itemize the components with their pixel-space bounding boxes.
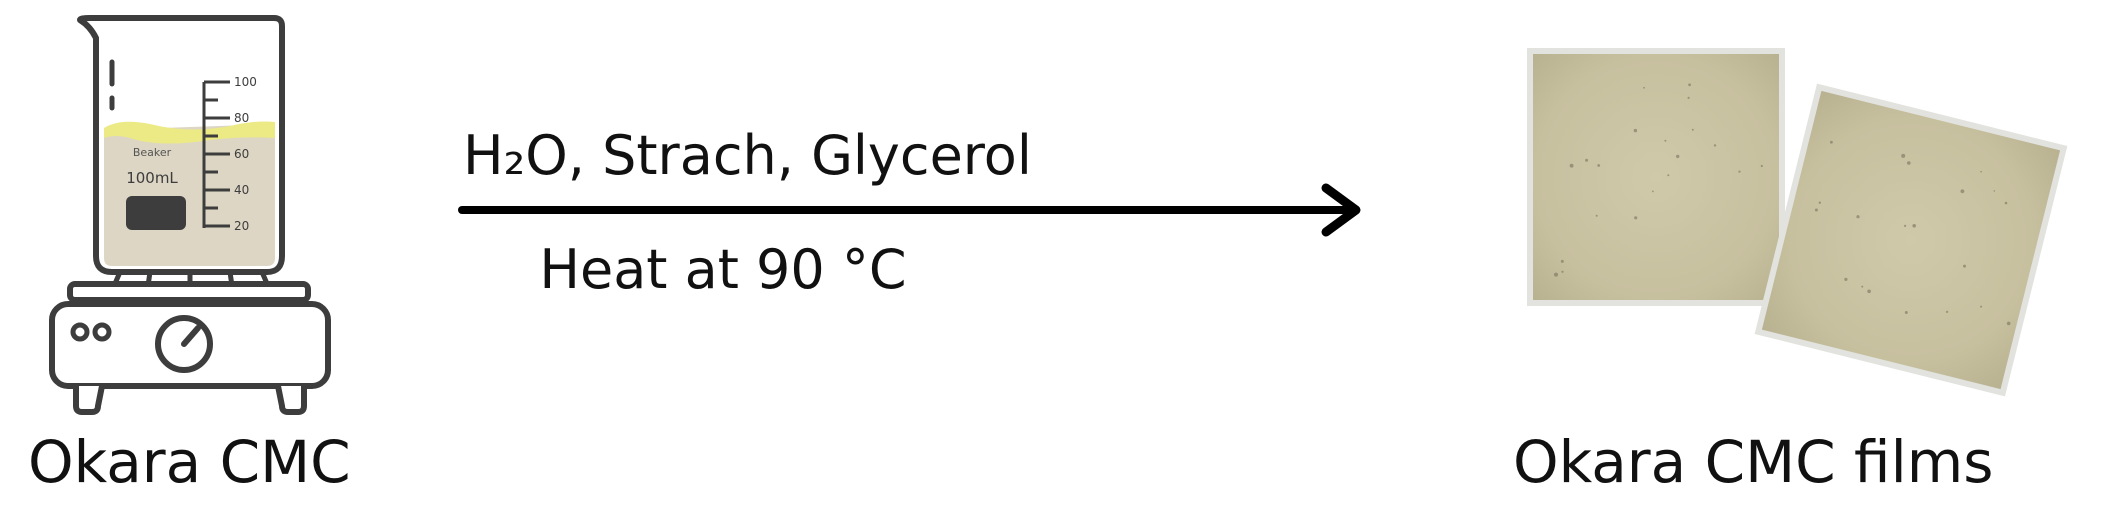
scale-mark-100: 100	[234, 75, 257, 89]
film-speck	[1634, 216, 1638, 220]
film-speck	[1901, 153, 1906, 158]
film-speck	[1904, 311, 1908, 314]
film-speck	[1738, 170, 1741, 173]
film-specks	[1554, 83, 2011, 326]
film-speck	[1904, 224, 1907, 227]
hotplate-beaker-illustration: 100 80 60 40 20 Beaker 100mL	[49, 15, 331, 415]
hotplate-top	[67, 281, 311, 303]
film-speck	[1691, 128, 1694, 131]
dial-pointer	[181, 325, 201, 347]
scale-mark-20: 20	[234, 219, 249, 233]
film-sample-2	[1754, 83, 2068, 397]
starting-material-caption: Okara CMC	[28, 428, 351, 496]
film-speck	[1907, 161, 1911, 165]
film-speck	[1861, 285, 1864, 288]
film-speck	[1688, 83, 1691, 87]
scale-mark-40: 40	[234, 183, 249, 197]
film-speck	[1856, 215, 1860, 219]
beaker-label-block	[126, 196, 186, 230]
support-prongs	[111, 269, 271, 289]
film-speck	[1814, 208, 1818, 212]
scale-mark-80: 80	[234, 111, 249, 125]
beaker-volume-text: 100mL	[126, 169, 178, 187]
indicator-light	[92, 322, 112, 342]
film-speck	[1643, 86, 1645, 89]
film-speck	[1830, 140, 1833, 144]
film-speck	[1597, 164, 1601, 167]
scale-mark-60: 60	[234, 147, 249, 161]
film-speck	[1963, 264, 1966, 268]
film-speck	[1633, 128, 1638, 133]
film-speck	[1960, 189, 1965, 194]
film-speck	[1818, 201, 1821, 204]
film-speck	[1569, 163, 1574, 168]
film-speck	[1980, 170, 1982, 173]
film-speck	[1946, 310, 1949, 313]
reagents-label: H₂O, Strach, Glycerol	[463, 124, 1032, 187]
beaker-brand-text: Beaker	[133, 146, 172, 159]
beaker-liquid	[104, 124, 275, 266]
hotplate-foot	[275, 385, 307, 415]
film-speck	[1844, 277, 1848, 281]
film-speck	[1664, 139, 1667, 142]
film-speck	[1713, 144, 1717, 147]
film-speck	[1554, 272, 1558, 277]
hotplate-foot	[73, 385, 105, 415]
beaker-icon: 100 80 60 40 20 Beaker 100mL	[77, 15, 285, 275]
film-speck	[1760, 164, 1763, 168]
film-speck	[2006, 321, 2011, 326]
film-sample-1	[1527, 48, 1785, 306]
film-speck	[1687, 96, 1690, 99]
film-speck	[2004, 201, 2008, 205]
film-speck	[1560, 259, 1564, 263]
product-caption: Okara CMC films	[1513, 428, 1994, 496]
liquid-surface	[104, 121, 275, 144]
film-speck	[1585, 158, 1589, 162]
beaker-outline	[77, 15, 285, 275]
film-speck	[1980, 305, 1983, 308]
scale-ticks	[204, 80, 230, 228]
film-speck	[1867, 289, 1871, 294]
film-speck	[1912, 224, 1916, 228]
film-speck	[1652, 190, 1654, 193]
films-photo	[1527, 48, 2068, 397]
film-speck	[1667, 174, 1670, 177]
film-speck	[1993, 190, 1996, 192]
film-speck	[1676, 154, 1680, 159]
film-speck	[1561, 270, 1564, 273]
arrow-head	[1321, 183, 1361, 237]
film-speck	[1595, 214, 1598, 217]
hotplate-icon	[49, 269, 331, 415]
indicator-light	[70, 322, 90, 342]
reaction-arrow-full	[458, 183, 1361, 237]
conditions-label: Heat at 90 °C	[539, 238, 907, 301]
